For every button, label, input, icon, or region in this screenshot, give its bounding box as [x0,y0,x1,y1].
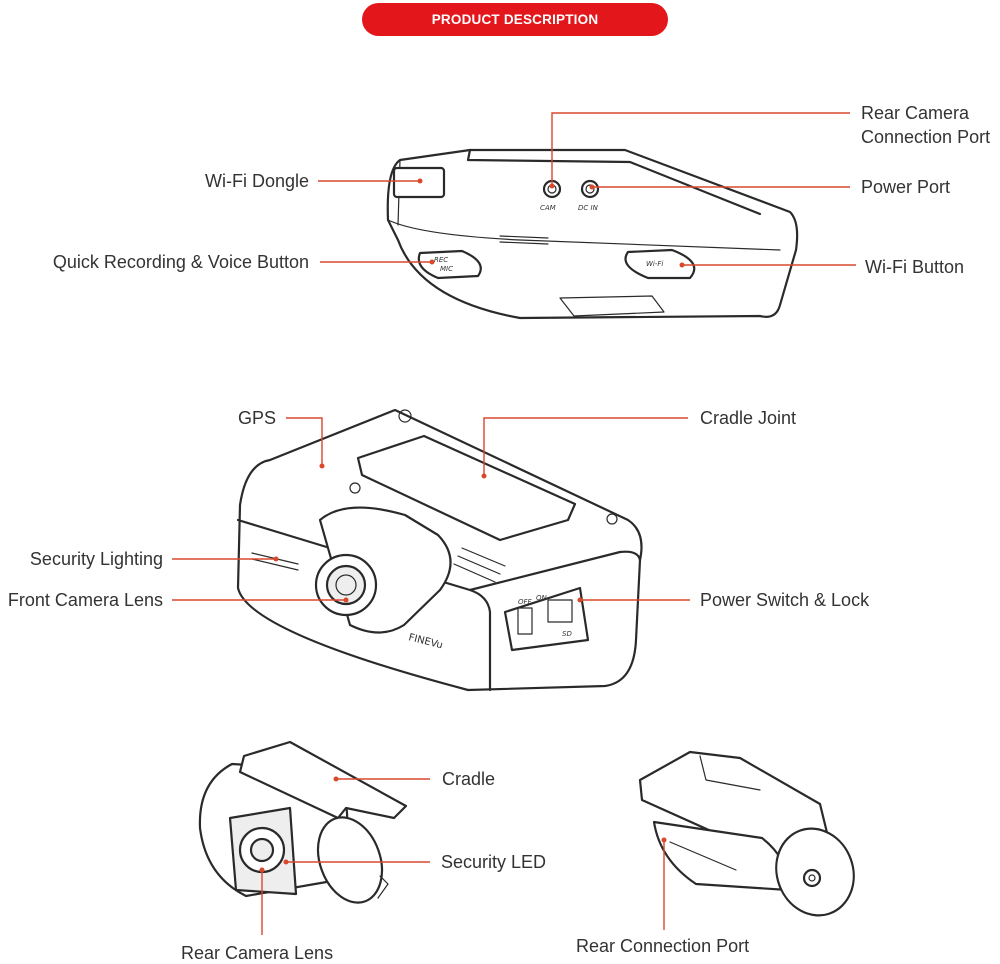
label-rear-camera-lens: Rear Camera Lens [181,943,334,963]
label-security-lighting: Security Lighting [29,549,163,569]
svg-text:MIC: MIC [440,265,453,273]
label-wifi-dongle: Wi-Fi Dongle [204,171,309,191]
section-title-banner: PRODUCT DESCRIPTION [362,3,668,36]
svg-text:REC: REC [434,256,448,264]
label-gps: GPS [238,408,277,428]
cradle-mount [238,740,408,820]
svg-text:SD: SD [562,630,572,638]
rear-camera-front-view [198,740,408,904]
dashcam-front-view: OFF ON SD FINEVu [236,408,643,692]
front-lens [325,564,367,606]
label-front-camera-lens: Front Camera Lens [7,590,163,610]
label-quick-recording: Quick Recording & Voice Button [52,252,309,272]
dashcam-bottom-view: REC MIC Wi-Fi CAM DC IN [386,148,799,320]
label-rear-connection-port: Rear Connection Port [576,936,750,956]
wifi-button [624,248,696,280]
svg-text:CAM: CAM [540,204,556,212]
rear-lens [249,837,275,863]
leader-lines [172,112,856,935]
label-power-switch: Power Switch & Lock [700,590,870,610]
svg-text:DC IN: DC IN [578,204,599,212]
svg-text:Wi-Fi: Wi-Fi [646,260,663,268]
svg-text:ON: ON [536,594,548,602]
label-rear-camera-port-line1: Rear Camera [861,103,970,123]
label-rear-camera-port-line2: Connection Port [861,127,991,147]
label-wifi-button: Wi-Fi Button [865,257,965,277]
label-cradle-joint: Cradle Joint [700,408,797,428]
dc-in-port [580,179,600,199]
svg-text:OFF: OFF [518,598,533,606]
label-security-led: Security LED [441,852,547,872]
rear-cradle [638,750,832,864]
rear-camera-back-view [638,750,855,917]
label-cradle: Cradle [442,769,496,789]
label-power-port: Power Port [861,177,951,197]
